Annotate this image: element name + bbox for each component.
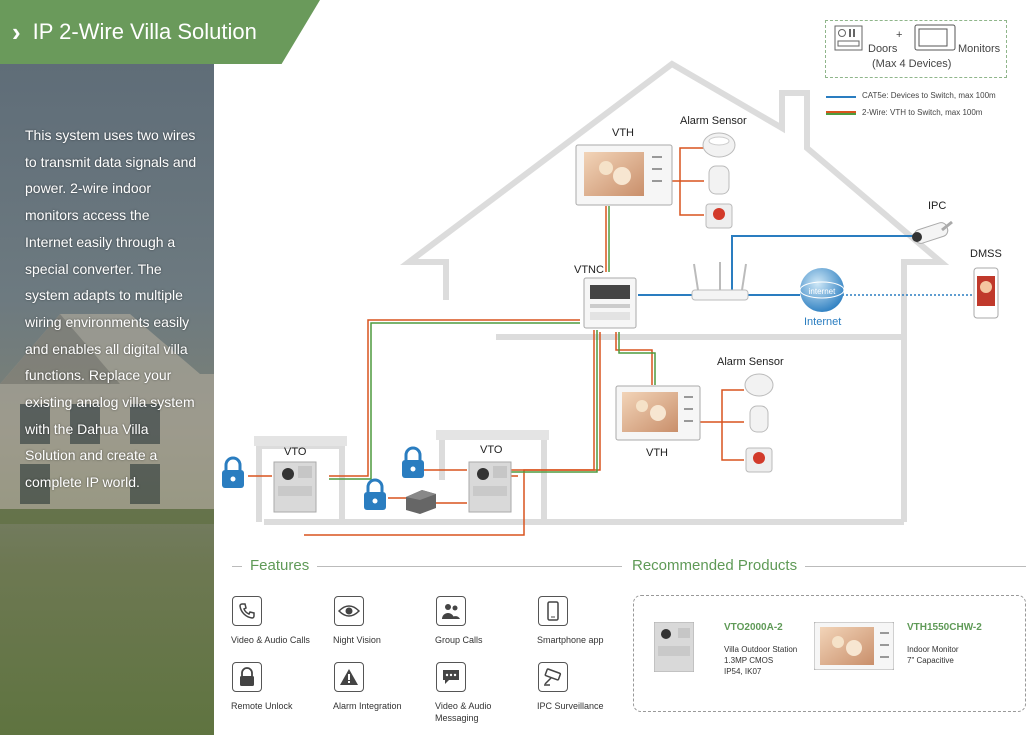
feature-label: Video & Audio Messaging	[435, 701, 492, 723]
device-limit-box: + Doors Monitors (Max 4 Devices)	[825, 20, 1007, 78]
camera-icon	[538, 662, 568, 692]
features-rule	[232, 566, 622, 567]
label-vtnc: VTNC	[574, 264, 604, 276]
vth-bottom-device	[615, 385, 701, 441]
vto-left-device	[273, 461, 317, 513]
products-title: Recommended Products	[624, 557, 806, 574]
label-vth-top: VTH	[612, 127, 634, 139]
lock-icon-middle	[364, 478, 386, 510]
cat5e-line-swatch	[826, 96, 856, 98]
alarm-sensors-top	[702, 132, 736, 229]
system-diagram: internet	[222, 60, 999, 536]
ipc-camera	[912, 220, 953, 244]
internet-globe: internet	[799, 268, 845, 312]
lock-icon-right	[402, 446, 424, 478]
cat5e-links	[638, 235, 925, 296]
twowire-links	[304, 206, 656, 536]
internet-globe-text: internet	[809, 287, 836, 296]
product-desc-line: 7" Capacitive	[907, 656, 954, 665]
alarm-icon	[334, 662, 364, 692]
legend-max-devices: (Max 4 Devices)	[872, 58, 952, 70]
legend-monitors: Monitors	[958, 43, 1001, 55]
product-desc-line: Indoor Monitor	[907, 645, 959, 654]
product-name: VTH1550CHW-2	[907, 622, 982, 633]
feature-night-vision: Night Vision	[333, 596, 433, 646]
left-porch-roof	[254, 436, 347, 446]
description-text: This system uses two wires to transmit d…	[25, 127, 197, 491]
vth-top-device	[575, 144, 673, 206]
monitor-icon	[914, 24, 956, 51]
lock-icon-left	[222, 456, 244, 488]
feature-smartphone-app: Smartphone app	[537, 596, 637, 646]
eye-icon	[334, 596, 364, 626]
feature-label: Night Vision	[333, 635, 381, 645]
feature-alarm-integration: Alarm Integration	[333, 662, 433, 712]
feature-label: IPC Surveillance	[537, 701, 604, 711]
product-desc-line: 1.3MP CMOS	[724, 656, 774, 665]
feature-group-calls: Group Calls	[435, 596, 535, 646]
vto-right-device	[468, 461, 512, 513]
product-desc-line: IP54, IK07	[724, 667, 762, 676]
label-alarm-sensor-bottom: Alarm Sensor	[717, 356, 784, 368]
label-vth-bottom: VTH	[646, 447, 668, 459]
recommended-products-panel: VTO2000A-2 Villa Outdoor Station 1.3MP C…	[633, 595, 1026, 712]
vth1550chw-image	[814, 622, 894, 670]
lock-links	[248, 469, 467, 504]
features-title: Features	[242, 557, 318, 574]
feature-remote-unlock: Remote Unlock	[231, 662, 331, 712]
chevron-right-icon: ›	[12, 16, 21, 47]
legend-doors: Doors	[868, 43, 898, 55]
twowire-line-swatch	[826, 111, 856, 115]
label-vto-right: VTO	[480, 444, 503, 456]
feature-video-audio-calls: Video & Audio Calls	[231, 596, 331, 646]
label-alarm-sensor-top: Alarm Sensor	[680, 115, 747, 127]
power-converter	[406, 490, 436, 514]
product-name: VTO2000A-2	[724, 622, 783, 633]
label-internet: Internet	[804, 316, 842, 328]
house-outline	[256, 60, 950, 525]
label-dmss: DMSS	[970, 248, 1002, 260]
feature-label: Group Calls	[435, 635, 483, 645]
label-vto-left: VTO	[284, 446, 307, 458]
house-photo-illustration	[0, 314, 214, 524]
product-desc-line: Villa Outdoor Station	[724, 645, 798, 654]
products-rule	[630, 566, 1026, 567]
right-porch-roof	[436, 430, 549, 440]
phone-icon	[232, 596, 262, 626]
side-photo-panel: This system uses two wires to transmit d…	[0, 64, 214, 735]
vto2000a-image	[654, 622, 694, 672]
smartphone-device	[973, 267, 999, 319]
door-station-icon	[834, 25, 863, 51]
feature-label: Remote Unlock	[231, 701, 293, 711]
cat5e-legend: CAT5e: Devices to Switch, max 100m	[862, 91, 996, 100]
alarm-links	[672, 147, 744, 461]
legend-plus: +	[896, 29, 903, 41]
message-icon	[436, 662, 466, 692]
label-ipc: IPC	[928, 200, 947, 212]
twowire-legend: 2-Wire: VTH to Switch, max 100m	[862, 108, 983, 117]
feature-label: Smartphone app	[537, 635, 604, 645]
group-icon	[436, 596, 466, 626]
feature-label: Video & Audio Calls	[231, 635, 310, 645]
vtnc-device	[583, 277, 637, 329]
feature-ipc-surveillance: IPC Surveillance	[537, 662, 637, 712]
alarm-sensors-bottom	[744, 373, 774, 473]
feature-video-audio-messaging: Video & Audio Messaging	[435, 662, 535, 724]
router-device	[691, 262, 749, 301]
lock-icon	[232, 662, 262, 692]
page-title: IP 2-Wire Villa Solution	[32, 19, 257, 44]
feature-label: Alarm Integration	[333, 701, 402, 711]
smartphone-icon	[538, 596, 568, 626]
header-banner: › IP 2-Wire Villa Solution	[0, 0, 320, 64]
